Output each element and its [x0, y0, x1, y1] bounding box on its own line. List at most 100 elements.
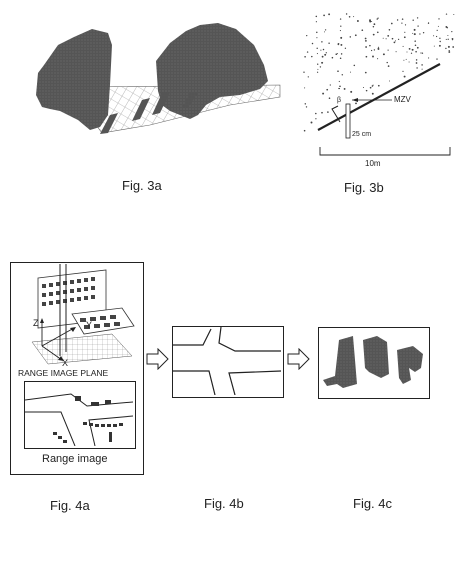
scatter-point — [322, 92, 325, 95]
scatter-point — [340, 43, 343, 46]
road-edge — [25, 411, 76, 446]
scatter-point — [323, 14, 325, 17]
fig4a-3d-drawing — [31, 264, 135, 365]
scatter-point — [372, 84, 374, 86]
scatter-point — [369, 86, 372, 89]
scatter-point — [315, 118, 317, 120]
scatter-point — [412, 32, 414, 34]
road-outline — [228, 370, 281, 395]
scatter-point — [377, 84, 380, 87]
scatter-point — [365, 46, 367, 48]
scatter-point — [340, 53, 343, 55]
right-building — [156, 23, 268, 119]
fig4b-drawing — [173, 327, 281, 395]
scatter-point — [396, 19, 399, 21]
scatter-point — [324, 29, 327, 31]
scatter-point — [306, 34, 308, 37]
scatter-point — [416, 46, 419, 49]
scatter-point — [316, 37, 318, 39]
scatter-point — [414, 40, 416, 42]
fig4a-range-label: Range image — [42, 453, 108, 465]
scatter-point — [373, 23, 376, 26]
scatter-point — [365, 89, 368, 92]
scatter-point — [433, 45, 435, 47]
fig4c-drawing — [323, 336, 423, 388]
scatter-point — [340, 36, 343, 39]
scatter-point — [325, 52, 327, 54]
scatter-point — [388, 29, 391, 31]
scatter-point — [445, 13, 448, 15]
scatter-point — [403, 36, 406, 39]
scatter-point — [385, 38, 387, 40]
scatter-point — [326, 88, 329, 91]
fig4a-frame — [10, 262, 144, 475]
scatter-point — [329, 84, 331, 86]
scatter-point — [372, 55, 374, 58]
scatter-point — [338, 87, 340, 90]
scatter-point — [339, 18, 342, 20]
angle-bracket — [331, 105, 341, 123]
scatter-point — [369, 44, 371, 47]
scatter-point — [316, 31, 318, 34]
road-edge — [88, 415, 133, 446]
scatter-point — [328, 13, 331, 16]
scatter-point — [405, 58, 407, 60]
scatter-point — [417, 25, 419, 27]
scatter-point — [445, 25, 448, 28]
scatter-point — [390, 22, 393, 25]
scatter-point — [345, 13, 348, 15]
scatter-point — [447, 45, 450, 48]
scatter-point — [382, 37, 384, 39]
scatter-point — [453, 13, 455, 16]
scatter-point — [350, 90, 353, 93]
flow-arrow-icon — [287, 348, 310, 370]
scatter-point — [336, 53, 339, 55]
scatter-point — [387, 65, 390, 67]
scatter-point — [415, 62, 418, 64]
scatter-point — [311, 55, 313, 58]
scatter-point — [328, 97, 331, 99]
scatter-point — [387, 35, 390, 37]
scatter-point — [356, 20, 359, 22]
ground-stripe — [152, 92, 170, 115]
scatter-point — [317, 63, 319, 65]
scatter-point — [315, 21, 317, 23]
scatter-point — [331, 56, 334, 59]
scatter-point — [408, 61, 410, 63]
ground-stripe — [182, 93, 198, 108]
scatter-point — [447, 38, 449, 40]
scatter-point — [414, 44, 417, 47]
ground-stripe — [100, 113, 118, 134]
scatter-point — [321, 55, 324, 58]
scatter-point — [370, 49, 373, 52]
scatter-point — [382, 53, 385, 56]
z-arrow — [40, 318, 44, 323]
scatter-point — [310, 121, 313, 124]
scatter-point — [421, 68, 423, 70]
scatter-point — [377, 58, 379, 60]
scatter-point — [416, 17, 419, 19]
scatter-point — [343, 87, 346, 90]
fig3b-width-label: 25 cm — [352, 131, 372, 138]
fig3b-marker-label: MZV — [394, 95, 411, 104]
scatter-point — [388, 80, 391, 82]
scatter-point — [339, 57, 342, 59]
scatter-point — [401, 22, 403, 24]
scatter-point — [364, 71, 367, 74]
scatter-point — [372, 26, 375, 28]
scatter-point — [406, 51, 408, 53]
left-building — [36, 29, 112, 130]
scatter-point — [324, 53, 327, 56]
scatter-point — [339, 30, 341, 32]
scatter-point — [421, 64, 423, 66]
span-bracket — [319, 147, 451, 156]
scatter-point — [365, 55, 368, 58]
scatter-point — [438, 44, 441, 47]
scatter-point — [337, 70, 339, 73]
scatter-point — [387, 49, 389, 51]
scatter-point — [322, 48, 325, 51]
scatter-point — [413, 28, 416, 31]
scatter-point — [436, 58, 438, 60]
scatter-point — [321, 61, 324, 64]
scatter-point — [349, 71, 352, 73]
